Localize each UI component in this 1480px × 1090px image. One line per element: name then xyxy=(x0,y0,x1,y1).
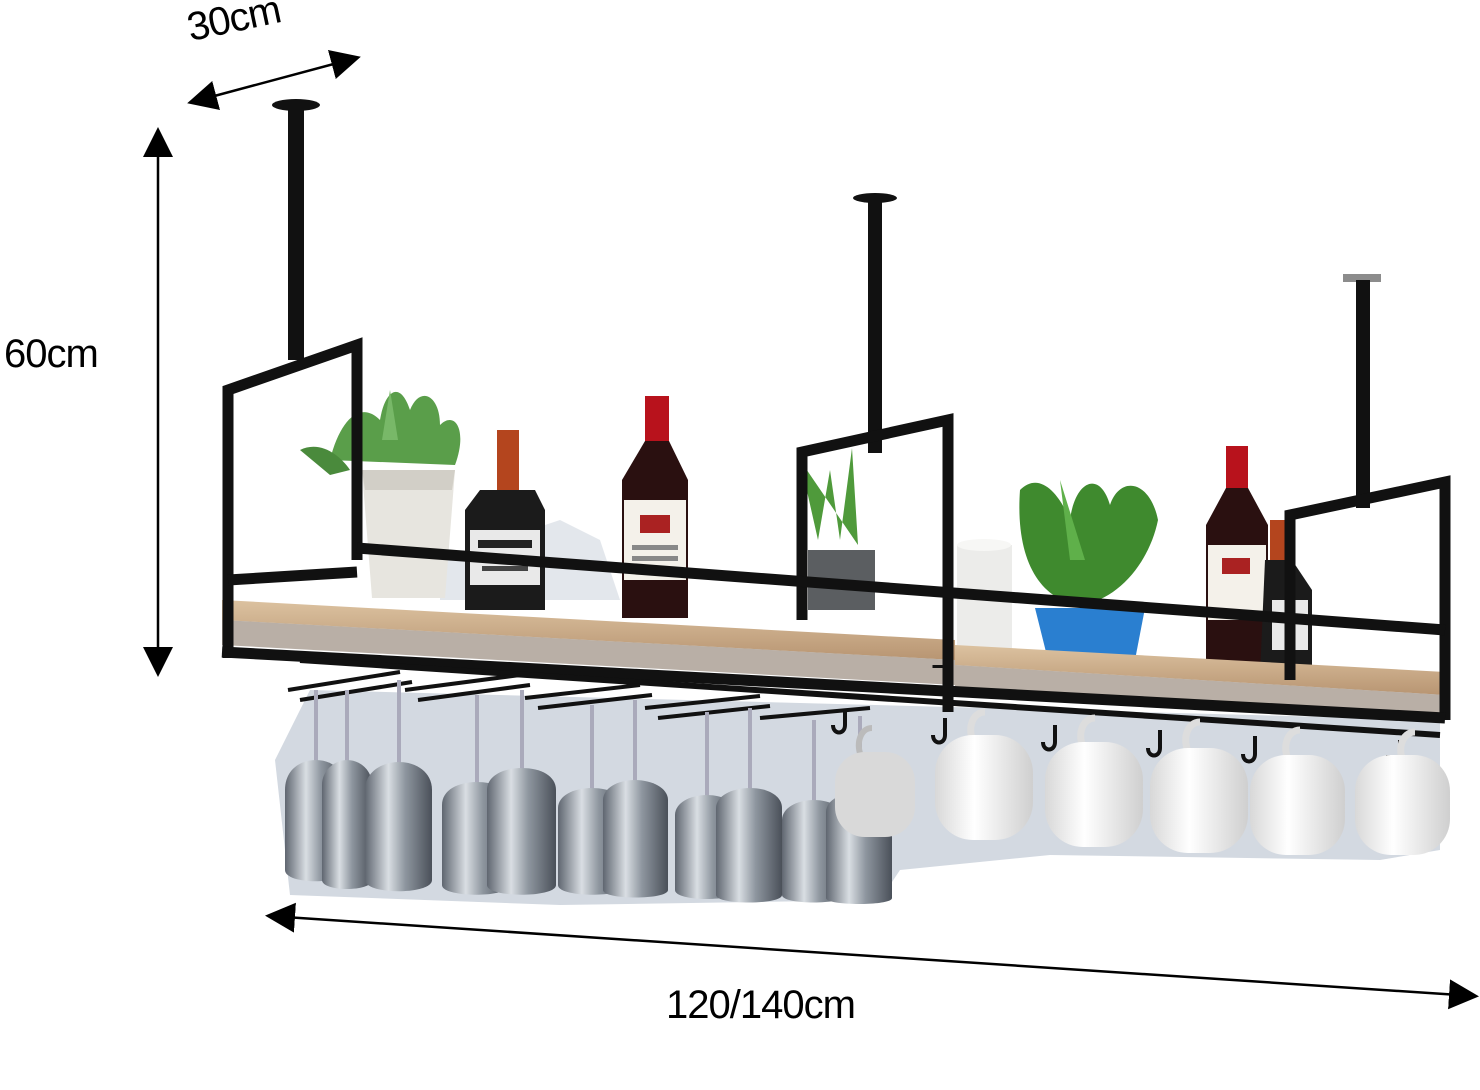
wine-glass xyxy=(716,708,782,903)
whisky-bottle xyxy=(465,430,545,610)
mug xyxy=(935,708,1033,840)
plant-blue-pot xyxy=(1019,480,1158,660)
height-dimension-label: 60cm xyxy=(4,332,99,376)
mug xyxy=(835,725,915,837)
hanging-wine-glasses xyxy=(285,680,892,904)
mug xyxy=(1250,726,1345,855)
wooden-shelf xyxy=(222,600,1445,720)
ceiling-rods xyxy=(272,99,1381,508)
wine-bottle-right xyxy=(1206,446,1268,670)
wine-glass xyxy=(322,690,372,889)
wine-bottle-left xyxy=(622,396,688,618)
metal-frame xyxy=(221,337,1451,738)
hanging-mugs xyxy=(835,708,1450,855)
wine-glass xyxy=(487,690,556,895)
succulent-plant xyxy=(300,390,461,598)
mug xyxy=(1045,714,1143,847)
mug xyxy=(1355,728,1450,855)
width-dimension-label: 120/140cm xyxy=(666,983,856,1027)
mug xyxy=(1150,718,1248,853)
width-dimension-arrow xyxy=(265,902,1479,1010)
wine-glass xyxy=(603,700,668,898)
depth-dimension-arrow xyxy=(187,49,361,111)
wine-glass xyxy=(365,680,432,892)
